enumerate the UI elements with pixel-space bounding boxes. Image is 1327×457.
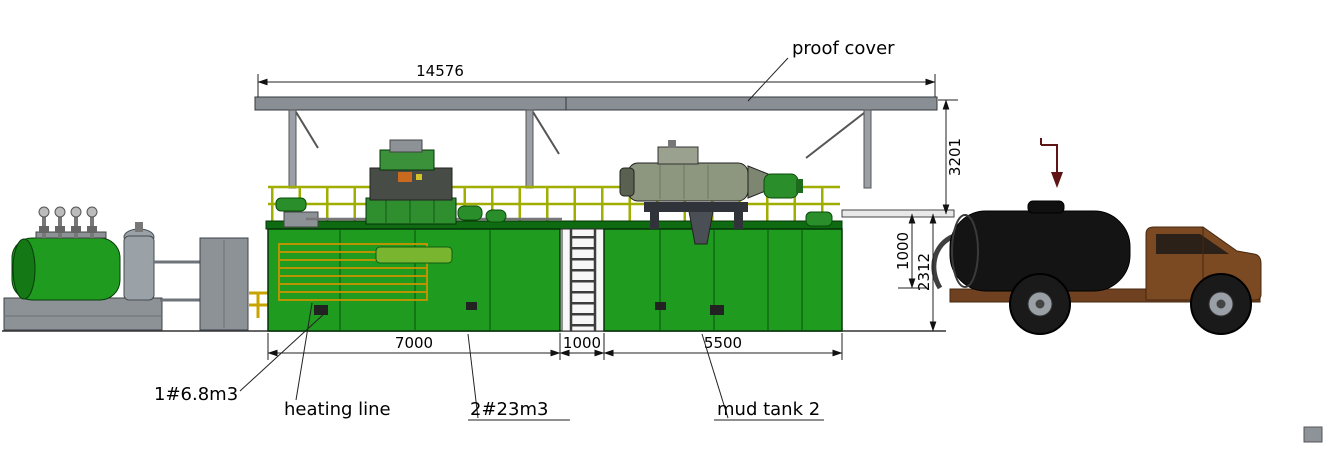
label-heating-line: heating line — [284, 399, 391, 420]
tank-1 — [267, 228, 561, 332]
post-brace — [295, 111, 319, 149]
label-mud-tank-2: mud tank 2 — [717, 399, 820, 420]
callout-compartment-2: 2#23m3 — [467, 333, 570, 421]
cab-window — [1156, 234, 1229, 254]
callout-compartment-1: 1#6.8m3 — [154, 312, 326, 405]
tank2-hatch — [710, 305, 724, 315]
label-compartment-1: 1#6.8m3 — [154, 384, 238, 405]
support-post-middle — [525, 109, 534, 189]
tank-manhole — [1027, 200, 1065, 214]
access-ladder — [561, 228, 605, 332]
proof-cover — [254, 96, 938, 111]
dim-tank1-length-text: 7000 — [395, 334, 433, 352]
dim-gap-length-text: 1000 — [563, 334, 601, 352]
tank-deck — [265, 220, 843, 230]
unit-hopper — [379, 149, 435, 171]
vacuum-truck — [949, 200, 1262, 335]
centrifuge-bowl — [627, 162, 749, 202]
centrifuge-unit — [619, 140, 833, 245]
shaker-unit — [275, 139, 562, 228]
tank1-hatch — [466, 302, 477, 310]
dim-right: 3201 1000 2312 — [894, 99, 964, 332]
elevation-marker-icon — [1040, 138, 1063, 188]
feed-tank-skid — [3, 206, 202, 331]
dim-tank2-length-text: 5500 — [704, 334, 742, 352]
dim-tank-height-text: 2312 — [915, 253, 933, 291]
tank1-hatch — [314, 305, 328, 315]
discharge-pipe — [841, 209, 955, 218]
deck-pump — [805, 211, 833, 227]
skid-base — [3, 297, 163, 331]
callout-mud-tank-2: mud tank 2 — [701, 333, 824, 421]
feed-inlet-box — [657, 146, 699, 165]
deck-motor — [457, 205, 483, 221]
dim-total-length: 14576 — [257, 62, 936, 97]
deck-motor — [485, 209, 507, 223]
coil-manifold — [375, 246, 453, 264]
label-compartment-2: 2#23m3 — [470, 399, 548, 420]
label-proof-cover: proof cover — [792, 38, 895, 59]
manifold-valves — [38, 206, 98, 238]
post-brace — [805, 112, 865, 159]
unit-frame — [365, 197, 457, 225]
post-brace — [532, 111, 560, 155]
centrifuge-stand — [644, 202, 748, 212]
dim-bottom: 7000 1000 5500 — [267, 333, 843, 360]
dim-total-length-text: 14576 — [416, 62, 464, 80]
support-post-right — [863, 109, 872, 189]
tank2-hatch — [655, 302, 666, 310]
skid-tank-end — [12, 238, 36, 300]
gray-vessel — [123, 235, 155, 301]
dim-overall-height-text: 3201 — [946, 138, 964, 176]
tank-2 — [603, 228, 843, 332]
corner-swatch — [1303, 426, 1323, 443]
callout-heating-line: heating line — [284, 302, 391, 420]
unit-feed-box — [389, 139, 423, 153]
control-cabinet — [199, 237, 249, 331]
dim-outlet-height-text: 1000 — [894, 232, 912, 270]
centrifuge-gearbox — [619, 167, 635, 197]
centrifuge-motor — [763, 173, 799, 199]
support-post-left — [288, 109, 297, 189]
callout-proof-cover: proof cover — [747, 38, 895, 102]
feed-pump-motor — [275, 197, 307, 212]
